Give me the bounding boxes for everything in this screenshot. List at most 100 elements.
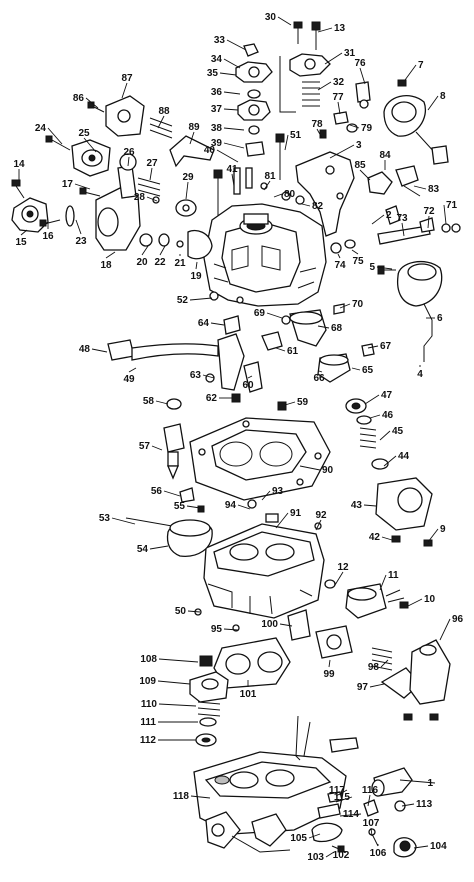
part-number-label: 61 (287, 346, 299, 357)
callout-leader (141, 245, 149, 256)
callout-leader (351, 367, 361, 371)
callout-leader (339, 845, 342, 849)
callout-50: 50 (175, 606, 201, 617)
callout-leader (275, 512, 289, 529)
part-number-label: 112 (140, 735, 157, 746)
callout-17: 17 (62, 179, 91, 190)
callout-98: 98 (368, 659, 389, 673)
part-number-label: 19 (190, 271, 202, 282)
part-number-label: 111 (140, 717, 156, 728)
part-number-label: 5 (369, 262, 375, 273)
callout-86: 86 (73, 93, 99, 109)
callout-leader (376, 266, 393, 270)
callout-51: 51 (284, 130, 302, 151)
part-number-label: 89 (188, 122, 200, 133)
part-number-label: 103 (307, 852, 324, 863)
part-number-label: 25 (78, 128, 90, 139)
callout-leader (369, 414, 381, 419)
callout-54: 54 (137, 544, 169, 555)
callout-39: 39 (211, 138, 245, 149)
callout-74: 74 (334, 253, 346, 271)
part-number-label: 64 (198, 318, 210, 329)
callout-99: 99 (323, 659, 335, 680)
callout-leader (407, 598, 423, 607)
part-number-label: 88 (158, 106, 170, 117)
callout-leader (202, 374, 215, 379)
callout-13: 13 (317, 23, 346, 34)
callout-leader (146, 196, 158, 202)
part-number-label: 80 (284, 189, 296, 200)
callout-108: 108 (140, 654, 199, 665)
callout-63: 63 (190, 370, 215, 381)
callout-leader (379, 430, 391, 441)
callout-103: 103 (307, 851, 335, 863)
part-number-label: 37 (211, 104, 223, 115)
part-number-label: 63 (190, 370, 202, 381)
accelerator-pump-parts (345, 398, 433, 547)
callout-93: 93 (261, 486, 284, 501)
callout-leader (369, 683, 385, 688)
callout-87: 87 (121, 73, 133, 99)
part-number-label: 39 (211, 138, 223, 149)
choke-housing-parts (11, 95, 215, 260)
callout-leader (364, 394, 380, 405)
part-number-label: 79 (361, 123, 373, 134)
callout-66: 66 (313, 370, 325, 384)
callout-8: 8 (427, 91, 446, 111)
callout-leader (316, 128, 323, 139)
part-number-label: 3 (356, 140, 362, 151)
callout-leader (359, 169, 371, 181)
vacuum-diaphragm (377, 260, 443, 362)
part-number-label: 115 (334, 792, 351, 803)
part-number-label: 95 (211, 624, 223, 635)
callout-116: 116 (362, 785, 379, 807)
part-number-label: 20 (136, 257, 148, 268)
callout-115: 115 (334, 792, 353, 803)
callout-106: 106 (370, 844, 387, 859)
callout-leader (363, 504, 377, 507)
part-number-label: 16 (42, 231, 54, 242)
callout-65: 65 (351, 365, 374, 376)
callout-leader (299, 465, 321, 471)
part-number-label: 117 (329, 785, 346, 796)
callout-leader (121, 82, 128, 99)
part-number-label: 114 (343, 809, 360, 820)
callout-89: 89 (188, 122, 200, 145)
gasket-90 (189, 417, 331, 501)
part-number-label: 110 (141, 699, 158, 710)
callout-leader (337, 253, 341, 259)
callout-79: 79 (349, 123, 373, 134)
callout-9: 9 (427, 524, 446, 543)
callout-4: 4 (417, 365, 423, 380)
callout-107: 107 (363, 818, 380, 837)
callout-112: 112 (140, 735, 196, 746)
callout-43: 43 (351, 500, 377, 511)
callout-leader (339, 813, 362, 817)
callout-leader (157, 115, 165, 129)
callout-1: 1 (399, 778, 436, 789)
part-number-label: 17 (62, 179, 74, 190)
part-number-label: 59 (297, 397, 309, 408)
callout-14: 14 (13, 159, 25, 180)
callout-leader (308, 833, 321, 839)
callout-leader (401, 222, 405, 237)
callout-leader (210, 322, 225, 326)
part-number-label: 4 (417, 369, 423, 380)
solenoid-valve (345, 583, 409, 619)
callout-23: 23 (75, 219, 87, 247)
callout-52: 52 (177, 295, 213, 306)
callout-leader (367, 794, 371, 807)
callout-26: 26 (123, 147, 135, 167)
callout-leader (189, 297, 213, 301)
callout-6: 6 (426, 313, 443, 324)
callout-leader (223, 127, 245, 131)
callout-78: 78 (311, 119, 323, 139)
part-number-label: 75 (352, 256, 364, 267)
callout-leader (216, 149, 239, 163)
callout-leader (158, 658, 199, 663)
callout-113: 113 (401, 799, 433, 810)
callout-32: 32 (317, 77, 345, 91)
callout-96: 96 (439, 614, 464, 641)
part-number-label: 86 (73, 93, 85, 104)
callout-72: 72 (423, 206, 435, 229)
